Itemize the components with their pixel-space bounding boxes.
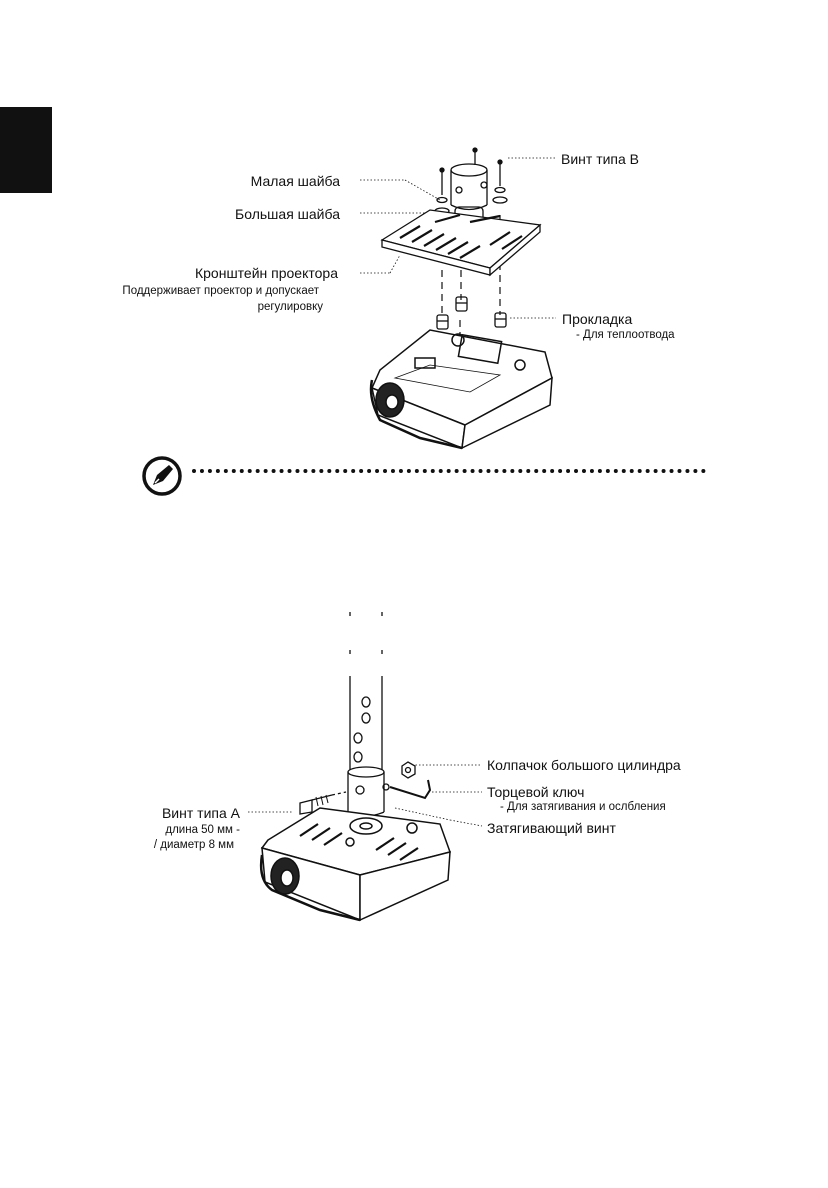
note-pen-icon — [142, 456, 182, 496]
cylinder-cap-nut — [401, 761, 416, 779]
socket-wrench-label: Торцевой ключ — [487, 784, 585, 800]
small-washer-label: Малая шайба — [250, 173, 340, 189]
bracket-plate — [380, 209, 542, 277]
figure1-illustration — [248, 147, 556, 922]
bracket-desc-2: регулировку — [257, 301, 323, 313]
extension-pole — [349, 612, 383, 770]
tightening-screw-label: Затягивающий винт — [487, 820, 616, 836]
large-cylinder — [347, 766, 390, 817]
spacers — [436, 296, 507, 330]
section-tab — [0, 107, 52, 193]
socket-wrench-shape — [389, 779, 432, 800]
note-divider — [192, 469, 706, 473]
screw-a-label: Винт типа A — [161, 805, 240, 821]
screw-a-length: длина 50 мм - — [165, 824, 240, 836]
socket-wrench-desc: - Для затягивания и ослбления — [500, 801, 666, 813]
figure2-leaders — [248, 764, 483, 827]
screw-a-diameter: / диаметр 8 мм — [153, 839, 234, 851]
screw-a — [299, 791, 347, 815]
spacer-desc: - Для теплоотвода — [576, 329, 675, 341]
large-washer-label: Большая шайба — [235, 206, 340, 222]
bracket-desc-1: Поддерживает проектор и допускает — [122, 285, 319, 297]
cylinder-cap-label: Колпачок большого цилиндра — [487, 757, 681, 773]
projector-1 — [369, 329, 553, 450]
bracket-label: Кронштейн проектора — [194, 265, 338, 281]
screw-b-top — [439, 147, 503, 195]
screw-b-label: Винт типа B — [561, 151, 640, 167]
spacer-label: Прокладка — [562, 311, 633, 327]
projector-2 — [259, 807, 451, 922]
